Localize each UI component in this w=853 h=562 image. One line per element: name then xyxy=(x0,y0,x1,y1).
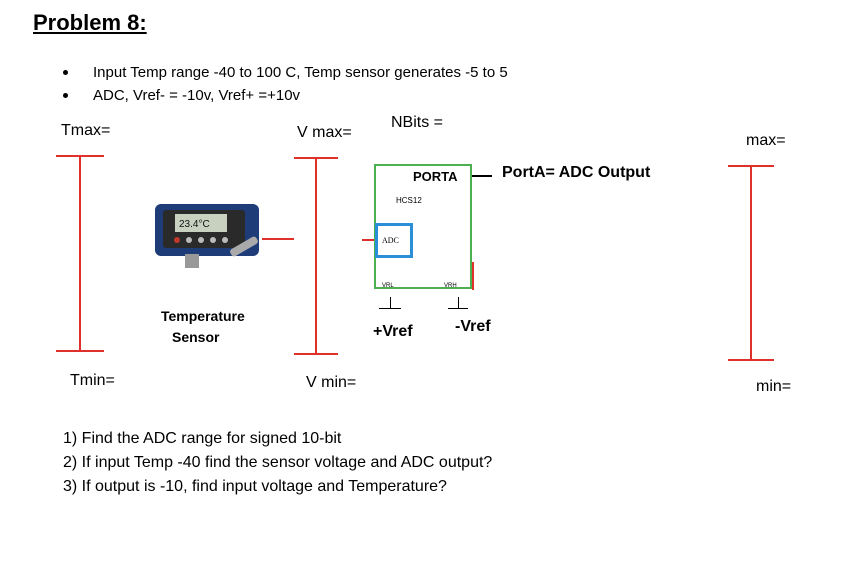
question-1: 1) Find the ADC range for signed 10-bit xyxy=(63,430,342,447)
porta-output-label: PortA= ADC Output xyxy=(502,164,651,181)
bullet-temp-range: Input Temp range -40 to 100 C, Temp sens… xyxy=(93,64,508,81)
sensor-label-line1: Temperature xyxy=(161,308,245,324)
bullet-dot xyxy=(63,70,68,75)
question-2: 2) If input Temp -40 find the sensor vol… xyxy=(63,454,493,471)
nbits-label: NBits = xyxy=(391,114,444,131)
vrh-red-mark xyxy=(472,262,474,290)
vmin-label: V min= xyxy=(306,374,357,391)
adc-input-line xyxy=(362,239,374,241)
vref-minus-label: -Vref xyxy=(455,318,491,335)
question-3: 3) If output is -10, find input voltage … xyxy=(63,478,447,495)
vrh-pin-line xyxy=(458,297,459,309)
temp-range-line xyxy=(79,155,81,351)
vrl-pin-line xyxy=(390,297,391,309)
voltage-range-line xyxy=(315,157,317,354)
tmax-label: Tmax= xyxy=(61,122,111,139)
problem-title: Problem 8: xyxy=(33,10,147,35)
bullet-dot xyxy=(63,93,68,98)
tmin-label: Tmin= xyxy=(70,372,115,389)
sensor-display-text: 23.4°C xyxy=(179,219,210,230)
adc-block xyxy=(375,223,413,258)
output-range-line xyxy=(750,165,752,360)
min-label: min= xyxy=(756,378,792,395)
sensor-label-line2: Sensor xyxy=(172,329,220,345)
vrl-pin-bar xyxy=(379,308,401,309)
vrh-label: VRH xyxy=(444,283,457,289)
vmax-label: V max= xyxy=(297,124,352,141)
vref-plus-label: +Vref xyxy=(373,323,413,340)
porta-output-line xyxy=(472,175,492,177)
tmin-tick xyxy=(56,350,104,352)
bullet-adc-vref: ADC, Vref- = -10v, Vref+ =+10v xyxy=(93,87,301,104)
vrh-pin-bar xyxy=(448,308,468,309)
min-tick xyxy=(728,359,774,361)
max-label: max= xyxy=(746,132,786,149)
vmin-tick xyxy=(294,353,338,355)
vrl-label: VRL xyxy=(382,283,394,289)
temperature-sensor-image: 23.4°C xyxy=(155,204,259,268)
hcs12-label: HCS12 xyxy=(396,196,422,205)
porta-label: PORTA xyxy=(413,169,458,184)
adc-label: ADC xyxy=(382,236,399,245)
sensor-signal-line xyxy=(262,238,294,240)
